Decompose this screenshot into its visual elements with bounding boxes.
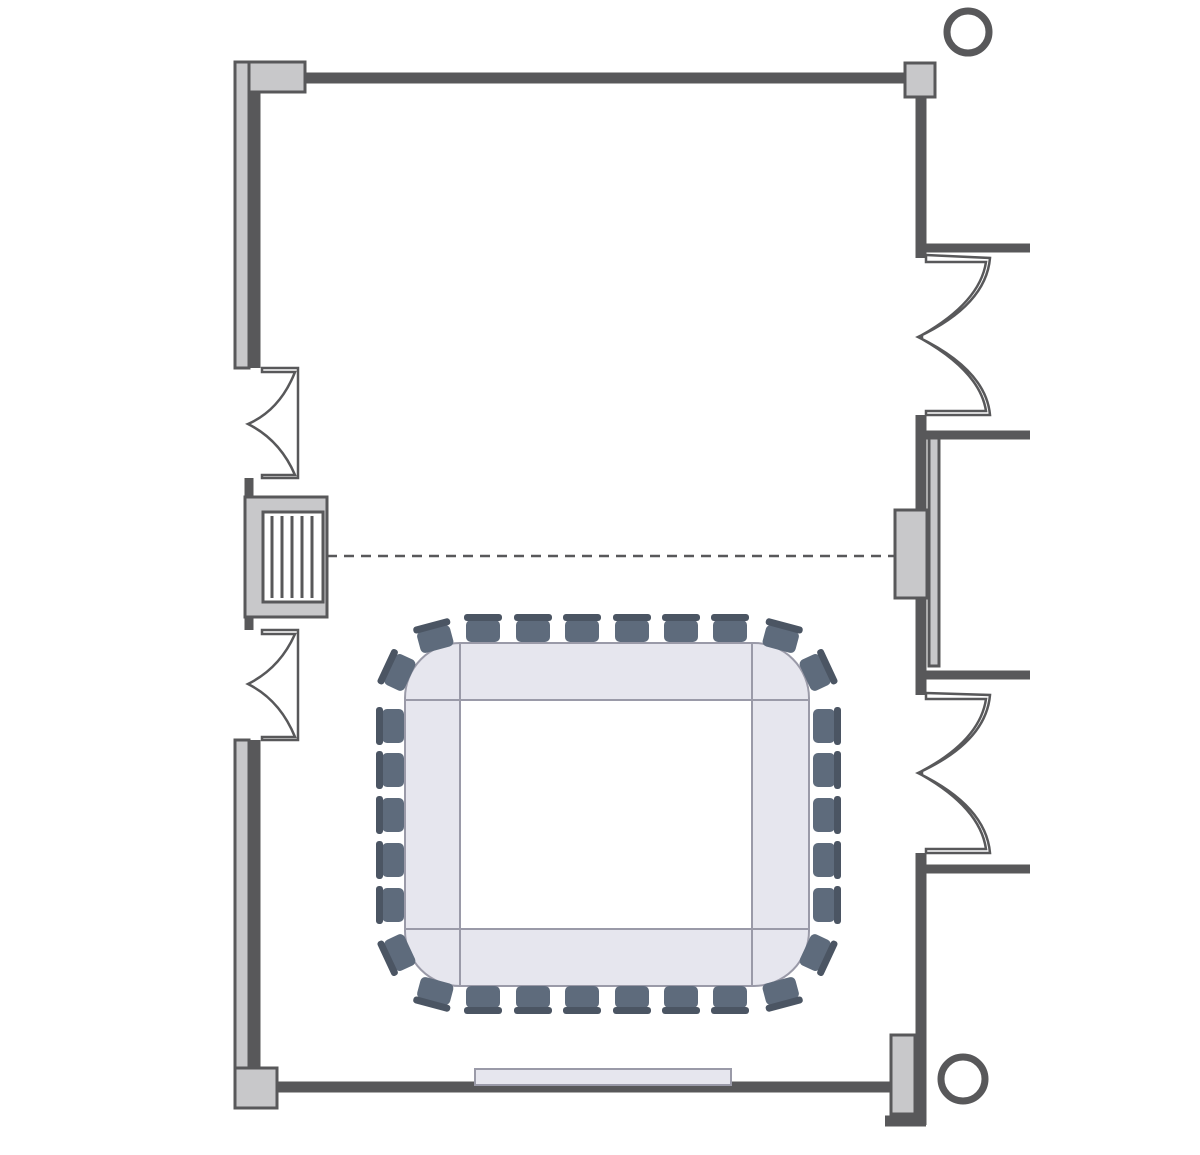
chair-21: [813, 841, 841, 879]
column-bottom-right: [889, 1033, 917, 1116]
column-left-upper: [233, 60, 251, 370]
column-top-right: [903, 61, 937, 99]
projection-screen: [474, 1068, 732, 1086]
chair-14: [376, 751, 404, 789]
chair-30: [762, 977, 803, 1012]
door-left-lower-icon: [245, 628, 300, 742]
chair-23: [413, 618, 454, 653]
column-right-middle: [927, 436, 941, 668]
chair-9: [563, 986, 601, 1014]
chair-22: [813, 886, 841, 924]
chair-15: [376, 796, 404, 834]
chairs: [376, 614, 841, 1014]
doors: [245, 253, 992, 855]
chair-25: [762, 618, 803, 653]
walls: [244, 72, 1030, 1127]
chair-8: [514, 986, 552, 1014]
chair-28: [413, 977, 454, 1012]
column-left-lower: [233, 738, 251, 1110]
chair-24: [377, 649, 416, 691]
hollow-square-table: [404, 642, 810, 987]
door-right-lower-icon: [915, 691, 992, 855]
chair-4: [613, 614, 651, 642]
chair-13: [376, 707, 404, 745]
chair-5: [662, 614, 700, 642]
stage-steps-icon: [243, 495, 329, 619]
door-right-upper-icon: [915, 253, 992, 417]
chair-6: [711, 614, 749, 642]
chair-1: [464, 614, 502, 642]
chair-27: [377, 934, 416, 976]
chair-11: [662, 986, 700, 1014]
chair-7: [464, 986, 502, 1014]
table-center-hole: [459, 699, 753, 930]
door-left-upper-icon: [245, 366, 300, 480]
column-right-divider-pocket: [893, 508, 929, 600]
column-marker-bottom-icon: [937, 1053, 989, 1105]
chair-18: [813, 707, 841, 745]
chair-10: [613, 986, 651, 1014]
chair-17: [376, 886, 404, 924]
chair-20: [813, 796, 841, 834]
column-bottom-left: [233, 1066, 279, 1110]
chair-19: [813, 751, 841, 789]
chair-3: [563, 614, 601, 642]
columns: [233, 60, 941, 1116]
chair-29: [799, 934, 838, 976]
chair-12: [711, 986, 749, 1014]
chair-16: [376, 841, 404, 879]
chair-2: [514, 614, 552, 642]
column-marker-top-icon: [943, 7, 993, 57]
chair-26: [799, 649, 838, 691]
